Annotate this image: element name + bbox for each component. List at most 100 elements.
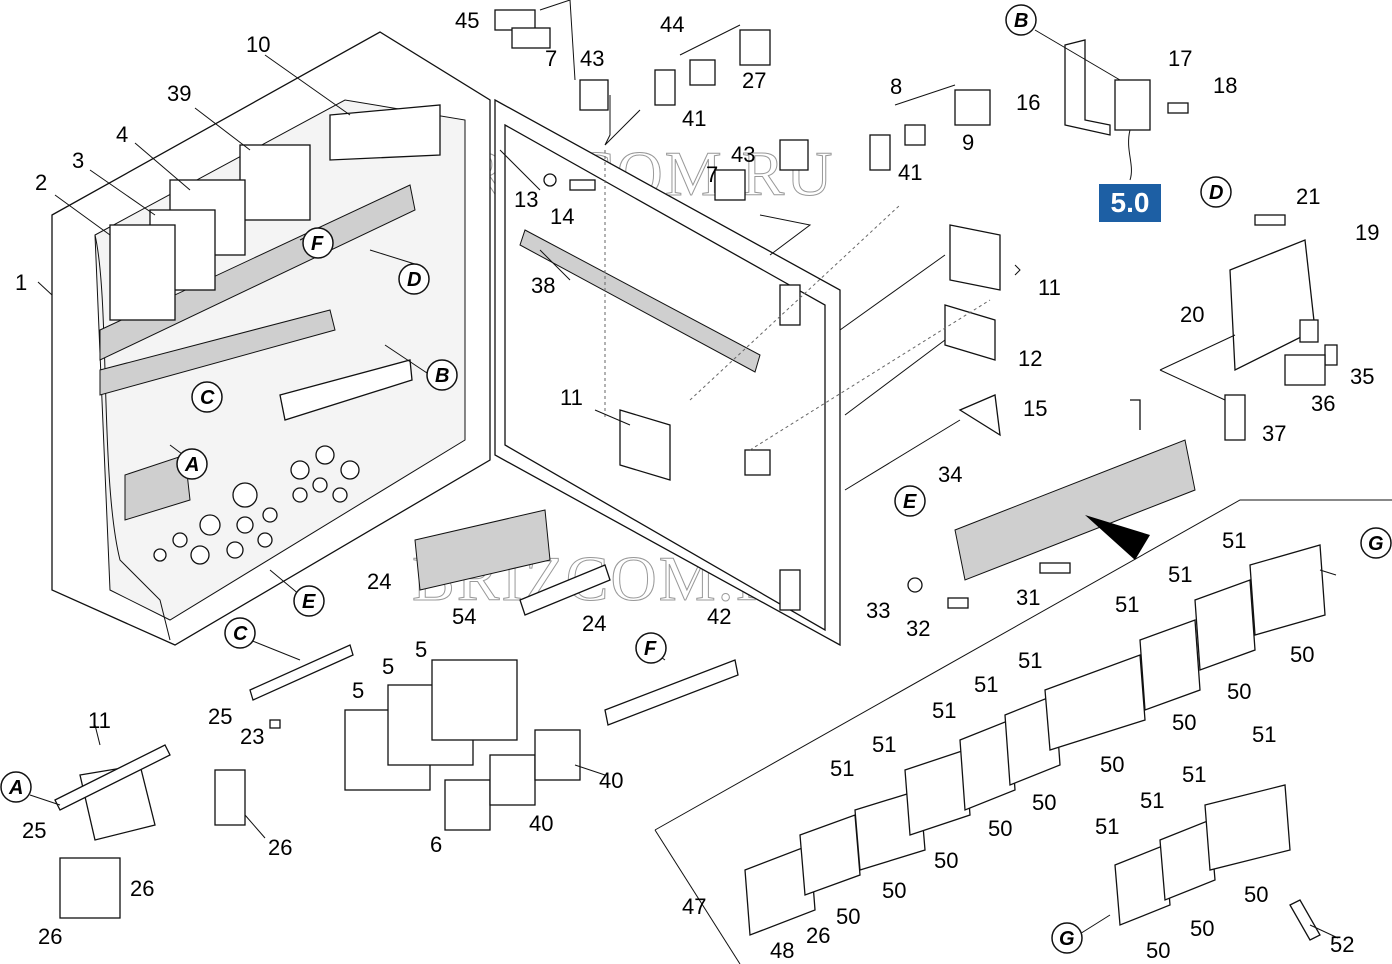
label-51k: 51 bbox=[1140, 788, 1164, 813]
callout-A-left: A bbox=[0, 771, 32, 803]
label-1: 1 bbox=[15, 270, 27, 295]
label-44: 44 bbox=[660, 12, 684, 37]
svg-text:C: C bbox=[233, 623, 248, 645]
warning-label-15 bbox=[958, 394, 1001, 437]
label-50f: 50 bbox=[1100, 752, 1124, 777]
label-51g: 51 bbox=[1168, 562, 1192, 587]
label-23: 23 bbox=[240, 724, 264, 749]
cable-duct-54 bbox=[414, 509, 551, 591]
label-11b: 11 bbox=[560, 385, 583, 410]
label-50c: 50 bbox=[934, 848, 958, 873]
svg-text:B: B bbox=[435, 365, 449, 387]
callout-C-rail: C bbox=[224, 617, 256, 649]
label-50j: 50 bbox=[1244, 882, 1268, 907]
transformer-10 bbox=[329, 104, 441, 161]
label-43b: 43 bbox=[731, 142, 755, 167]
gland-plate bbox=[153, 445, 360, 565]
label-51d: 51 bbox=[974, 672, 998, 697]
label-39: 39 bbox=[167, 81, 191, 106]
contactor-5c bbox=[431, 659, 518, 741]
label-3: 3 bbox=[72, 148, 84, 173]
label-50h: 50 bbox=[1227, 679, 1251, 704]
callout-C-cabinet: C bbox=[191, 381, 223, 413]
label-54: 54 bbox=[452, 604, 476, 629]
svg-text:E: E bbox=[903, 491, 917, 513]
callout-F-cabinet: F bbox=[302, 227, 334, 259]
label-38: 38 bbox=[531, 273, 555, 298]
label-8: 8 bbox=[890, 74, 902, 99]
label-18: 18 bbox=[1213, 73, 1237, 98]
label-35: 35 bbox=[1350, 364, 1374, 389]
svg-text:D: D bbox=[407, 269, 421, 291]
terminal-blocks bbox=[744, 544, 1326, 941]
label-26b: 26 bbox=[130, 876, 154, 901]
label-51h: 51 bbox=[1222, 528, 1246, 553]
label-50a: 50 bbox=[836, 904, 860, 929]
label-25a: 25 bbox=[208, 704, 232, 729]
svg-text:A: A bbox=[184, 454, 199, 476]
label-36: 36 bbox=[1311, 391, 1335, 416]
svg-text:D: D bbox=[1209, 182, 1223, 204]
label-13: 13 bbox=[514, 187, 538, 212]
callout-E-cabinet: E bbox=[293, 585, 325, 617]
label-11c: 11 bbox=[88, 708, 111, 733]
svg-text:B: B bbox=[1014, 10, 1028, 32]
callout-D-cabinet: D bbox=[398, 263, 430, 295]
callout-G-right: G bbox=[1360, 527, 1392, 559]
label-6: 6 bbox=[430, 832, 442, 857]
enclosure-cabinet bbox=[51, 31, 491, 646]
label-40a: 40 bbox=[599, 768, 623, 793]
label-7b: 7 bbox=[706, 162, 718, 187]
callout-G-bottom: G bbox=[1051, 922, 1083, 954]
label-24b: 24 bbox=[582, 611, 606, 636]
label-51f: 51 bbox=[1115, 592, 1139, 617]
label-50e: 50 bbox=[1032, 790, 1056, 815]
label-5c: 5 bbox=[352, 678, 364, 703]
label-26d: 26 bbox=[806, 923, 830, 948]
label-51a: 51 bbox=[830, 756, 854, 781]
label-2: 2 bbox=[35, 170, 47, 195]
label-5a: 5 bbox=[382, 654, 394, 679]
socket-12 bbox=[944, 304, 996, 361]
part-number-labels: 1 2 3 4 5 5 5 6 7 7 8 9 10 11 11 11 12 1… bbox=[15, 8, 1379, 963]
svg-text:F: F bbox=[311, 233, 324, 255]
label-34: 34 bbox=[938, 462, 962, 487]
svg-text:E: E bbox=[302, 591, 316, 613]
arrow-pointer bbox=[1085, 515, 1150, 560]
controller-board-20 bbox=[1159, 214, 1338, 441]
label-32: 32 bbox=[906, 616, 930, 641]
thermostat-assembly bbox=[1034, 29, 1189, 181]
label-50d: 50 bbox=[988, 816, 1012, 841]
busbar-42 bbox=[604, 659, 739, 726]
svg-text:A: A bbox=[8, 777, 23, 799]
label-50i: 50 bbox=[1290, 642, 1314, 667]
label-50g: 50 bbox=[1172, 710, 1196, 735]
label-25b: 25 bbox=[22, 818, 46, 843]
breaker-39 bbox=[239, 144, 311, 221]
label-41a: 41 bbox=[682, 106, 706, 131]
label-51j: 51 bbox=[1182, 762, 1206, 787]
label-47: 47 bbox=[682, 894, 706, 919]
label-21: 21 bbox=[1296, 184, 1320, 209]
top-accessories bbox=[494, 0, 991, 451]
label-20: 20 bbox=[1180, 302, 1204, 327]
callout-A-top: A bbox=[176, 448, 208, 480]
label-51l: 51 bbox=[1095, 814, 1119, 839]
label-26a: 26 bbox=[268, 835, 292, 860]
label-41b: 41 bbox=[898, 160, 922, 185]
label-10: 10 bbox=[246, 32, 270, 57]
callout-B-cabinet: B bbox=[426, 359, 458, 391]
label-50l: 50 bbox=[1146, 938, 1170, 963]
label-37: 37 bbox=[1262, 421, 1286, 446]
label-51i: 51 bbox=[1252, 722, 1276, 747]
enclosure-door bbox=[494, 98, 841, 647]
lower-components bbox=[54, 509, 739, 919]
cable-duct-34 bbox=[907, 399, 1196, 609]
label-14: 14 bbox=[550, 204, 574, 229]
label-45: 45 bbox=[455, 8, 479, 33]
callout-B-top: B bbox=[1005, 4, 1037, 36]
label-43a: 43 bbox=[580, 46, 604, 71]
panel-outline bbox=[654, 499, 1392, 831]
label-7a: 7 bbox=[545, 46, 557, 71]
label-16: 16 bbox=[1016, 90, 1040, 115]
